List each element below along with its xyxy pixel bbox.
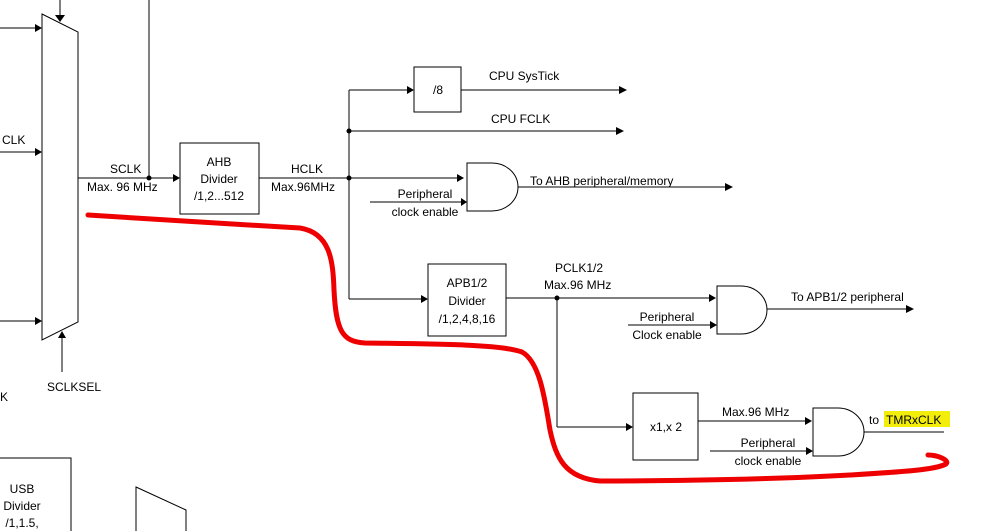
tmr-and-gate	[812, 407, 865, 457]
arrowhead	[906, 305, 914, 313]
ahb-divider-label-3: /1,2...512	[194, 189, 244, 203]
to-prefix-label: to	[869, 413, 879, 427]
div8-label: /8	[433, 83, 443, 97]
ahb-divider-label-2: Divider	[200, 172, 237, 186]
div8-box	[413, 66, 462, 113]
arrowhead	[35, 148, 42, 156]
pclk-max-label: Max.96 MHz	[544, 278, 611, 292]
sclk-max-label: Max. 96 MHz	[87, 180, 158, 194]
arrowhead	[55, 15, 65, 22]
ahb-divider-box	[179, 142, 260, 215]
tmrxclk-label: TMRxCLK	[886, 413, 941, 427]
to-apb-label: To APB1/2 peripheral	[791, 290, 904, 304]
apb-divider-label-2: Divider	[448, 294, 485, 308]
mult-label: x1,x 2	[650, 420, 682, 434]
cpu-fclk-label: CPU FCLK	[491, 112, 550, 126]
junction-dot	[346, 175, 352, 181]
arrowhead	[35, 317, 42, 325]
arrowhead	[461, 198, 467, 206]
ahb-divider-label-1: AHB	[207, 155, 232, 169]
pclk-label: PCLK1/2	[555, 261, 603, 275]
apb-divider-box	[427, 263, 507, 337]
arrowhead	[709, 294, 716, 302]
usb-divider-label-3: /1,1.5,	[5, 516, 38, 530]
red-annotation-path	[85, 212, 950, 484]
arrowhead	[619, 86, 627, 94]
clk-partial-label: CLK	[2, 133, 25, 147]
arrowhead	[35, 24, 42, 32]
sclk-mux	[41, 13, 79, 341]
apb-periph-enable-label-2: Clock enable	[632, 328, 702, 342]
tmr-periph-enable-label-1: Peripheral	[741, 436, 796, 450]
tmrxclk-highlight	[884, 411, 950, 427]
junction-dot	[146, 175, 152, 181]
k-partial-label: K	[0, 390, 8, 404]
apb-periph-enable-label-1: Peripheral	[640, 310, 695, 324]
usb-divider-label-1: USB	[10, 482, 35, 496]
usb-divider-box	[0, 457, 72, 531]
arrowhead	[421, 295, 428, 303]
arrowhead	[626, 423, 633, 431]
arrowhead	[616, 127, 624, 135]
tmr-max-label: Max.96 MHz	[722, 405, 789, 419]
tmr-periph-enable-label-2: clock enable	[735, 454, 802, 468]
cpu-systick-label: CPU SysTick	[489, 69, 560, 83]
hclk-label: HCLK	[291, 162, 323, 176]
ahb-periph-enable-label-2: clock enable	[392, 205, 459, 219]
usb-divider-label-2: Divider	[3, 499, 40, 513]
apb-and-gate	[716, 285, 768, 335]
arrowhead	[173, 174, 180, 182]
mult-box	[632, 392, 699, 461]
ahb-periph-enable-label-1: Peripheral	[398, 187, 453, 201]
sclksel-label: SCLKSEL	[47, 380, 101, 394]
arrowhead	[407, 86, 414, 94]
ahb-and-gate	[466, 162, 519, 212]
arrowhead	[725, 183, 733, 191]
arrowhead	[58, 331, 66, 338]
to-ahb-label: To AHB peripheral/memory	[530, 174, 673, 188]
arrowhead	[805, 417, 812, 425]
apb-divider-label-1: APB1/2	[447, 276, 488, 290]
sclk-label: SCLK	[110, 162, 141, 176]
usb-mux	[135, 486, 187, 531]
arrowhead	[710, 321, 717, 329]
arrowhead	[806, 447, 813, 455]
apb-divider-label-3: /1,2,4,8,16	[439, 312, 496, 326]
hclk-max-label: Max.96MHz	[271, 180, 335, 194]
arrowhead	[457, 174, 464, 182]
